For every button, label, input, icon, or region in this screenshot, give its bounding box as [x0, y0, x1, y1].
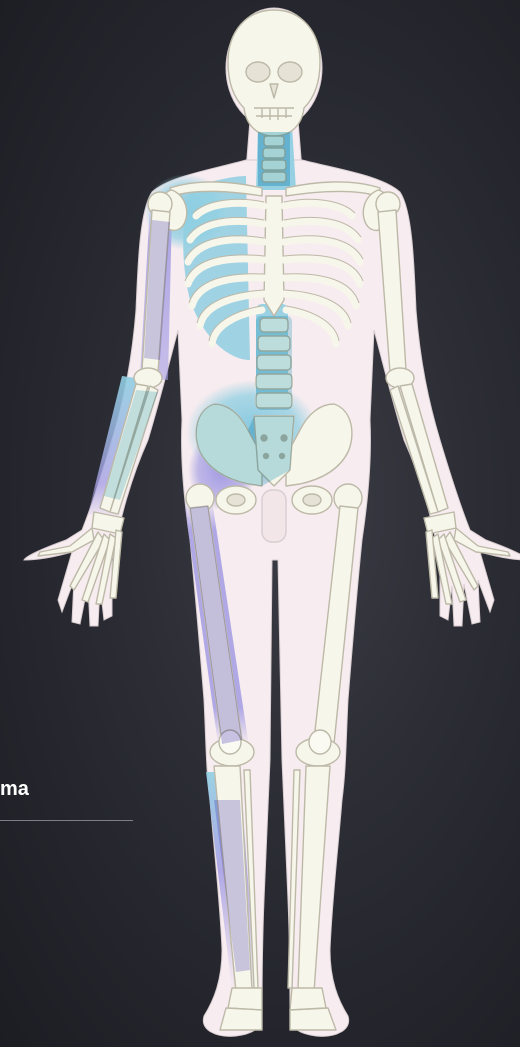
partial-label: ma	[0, 778, 29, 800]
label-divider	[0, 820, 133, 821]
sternum	[264, 196, 284, 316]
skull	[228, 10, 320, 136]
